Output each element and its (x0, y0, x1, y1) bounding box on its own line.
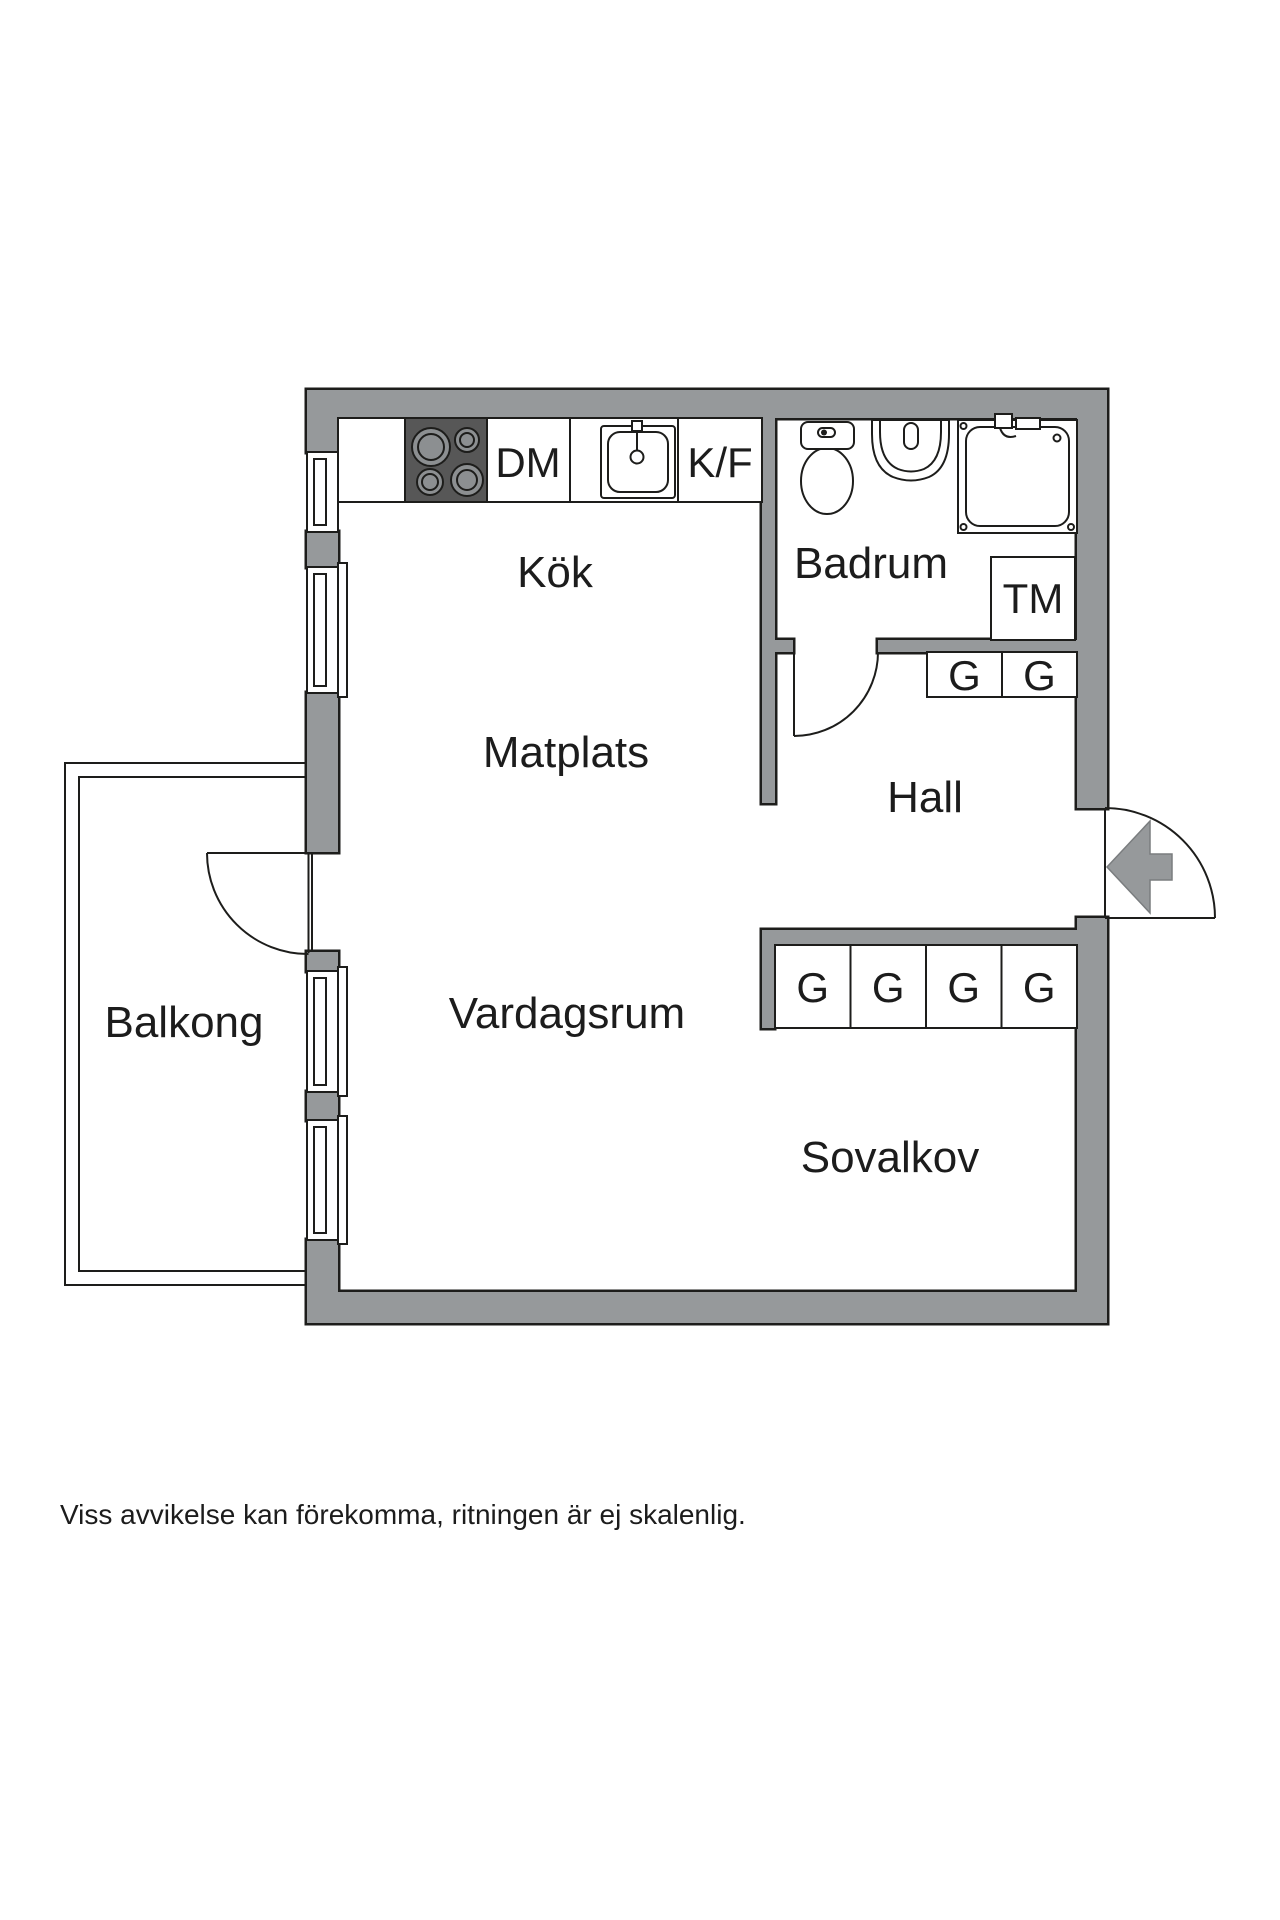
washbasin-inner (879, 420, 942, 473)
windows (306, 451, 348, 1245)
sink-tap-handle (629, 449, 645, 465)
shower-head (1015, 417, 1041, 430)
label-wardrobe: G (947, 964, 980, 1011)
room-label-bathroom: Badrum (794, 539, 948, 588)
burner (450, 463, 484, 497)
alcove-wardrobes (774, 944, 1078, 1029)
label-wardrobe: G (1023, 964, 1056, 1011)
disclaimer-text: Viss avvikelse kan förekomma, ritningen … (60, 1499, 746, 1530)
shower-screw (1067, 523, 1075, 531)
label-fridge-freezer: K/F (687, 439, 752, 486)
toilet-icon (800, 421, 855, 515)
sink-icon (600, 420, 676, 499)
entry-arrow-icon (1105, 819, 1173, 915)
window-sash (313, 1126, 327, 1234)
wall-segment-alcove (762, 930, 1077, 945)
wall-segment-left (307, 693, 338, 852)
washbasin-icon (871, 419, 950, 482)
stove-burners-icon (411, 427, 484, 497)
wall-segment-right (1077, 418, 1107, 808)
bathroom-fixtures (800, 413, 1078, 641)
shower-mixer (994, 413, 1013, 429)
burner (416, 468, 444, 496)
burner-ring (459, 432, 475, 448)
window-sash (313, 977, 327, 1086)
wall-segment-left (307, 1092, 338, 1120)
window-icon (306, 966, 348, 1097)
label-washing-machine: TM (1003, 575, 1064, 622)
window-sill (337, 1115, 348, 1245)
shower-hose (999, 427, 1017, 438)
wall-segment-door-jamb (775, 640, 793, 652)
door-swing-arc (793, 651, 879, 737)
toilet-bowl (800, 447, 854, 515)
sink-tap-base (631, 420, 643, 432)
label-wardrobe: G (1023, 652, 1056, 699)
balcony-door-icon (206, 852, 311, 956)
shower-icon (957, 413, 1078, 534)
wall-segment-right (1077, 918, 1107, 1323)
wall-segment-bathroom-south (878, 640, 1077, 652)
window-icon (306, 1115, 348, 1245)
room-label-balcony: Balkong (104, 998, 263, 1047)
window-icon (306, 562, 348, 698)
hall-wardrobes (926, 651, 1078, 698)
window-sash (313, 573, 327, 687)
toilet-button-dot (821, 429, 827, 436)
stove-icon (404, 417, 488, 503)
burner-ring (417, 433, 445, 461)
room-labels: Kök Badrum Matplats Hall Balkong Vardags… (104, 539, 979, 1182)
window-sill (337, 562, 348, 698)
shower-drain (1052, 433, 1062, 443)
burner-ring (421, 473, 439, 491)
burner (454, 427, 480, 453)
shower-screw (959, 422, 968, 430)
wall-fill-layer (307, 390, 1107, 1323)
wall-segment-alcove-stub (762, 945, 774, 1028)
wall-segment-left (307, 418, 338, 452)
shower-screw (959, 523, 968, 531)
window-sash (313, 458, 327, 526)
wall-segment-bathroom-west (762, 418, 775, 803)
door-swing-arc (206, 852, 309, 956)
window-icon (306, 451, 339, 533)
wall-segment-left (307, 952, 338, 971)
label-dishwasher: DM (495, 439, 560, 486)
entry-door-icon (1104, 807, 1216, 919)
room-label-hall: Hall (887, 773, 963, 822)
shower-tray (965, 426, 1070, 527)
fixture-labels: DM K/F TM G G G G G G (495, 439, 1063, 1011)
wall-segment-top (307, 390, 1107, 418)
wall-segment-bottom (307, 1292, 1107, 1323)
wall-segment-left (307, 532, 338, 567)
room-label-kitchen: Kök (517, 548, 594, 597)
kitchen-counter (337, 417, 763, 503)
window-sill (337, 966, 348, 1097)
room-label-dining: Matplats (483, 728, 649, 777)
label-wardrobe: G (948, 652, 981, 699)
burner-ring (456, 469, 478, 491)
washbasin-tap (903, 422, 919, 450)
door-swing-arc (1104, 807, 1216, 919)
label-wardrobe: G (872, 964, 905, 1011)
room-label-alcove: Sovalkov (801, 1133, 980, 1182)
label-wardrobe: G (796, 964, 829, 1011)
washing-machine-box (990, 556, 1076, 641)
bathroom-door-icon (793, 651, 879, 737)
room-label-living: Vardagsrum (449, 989, 685, 1038)
